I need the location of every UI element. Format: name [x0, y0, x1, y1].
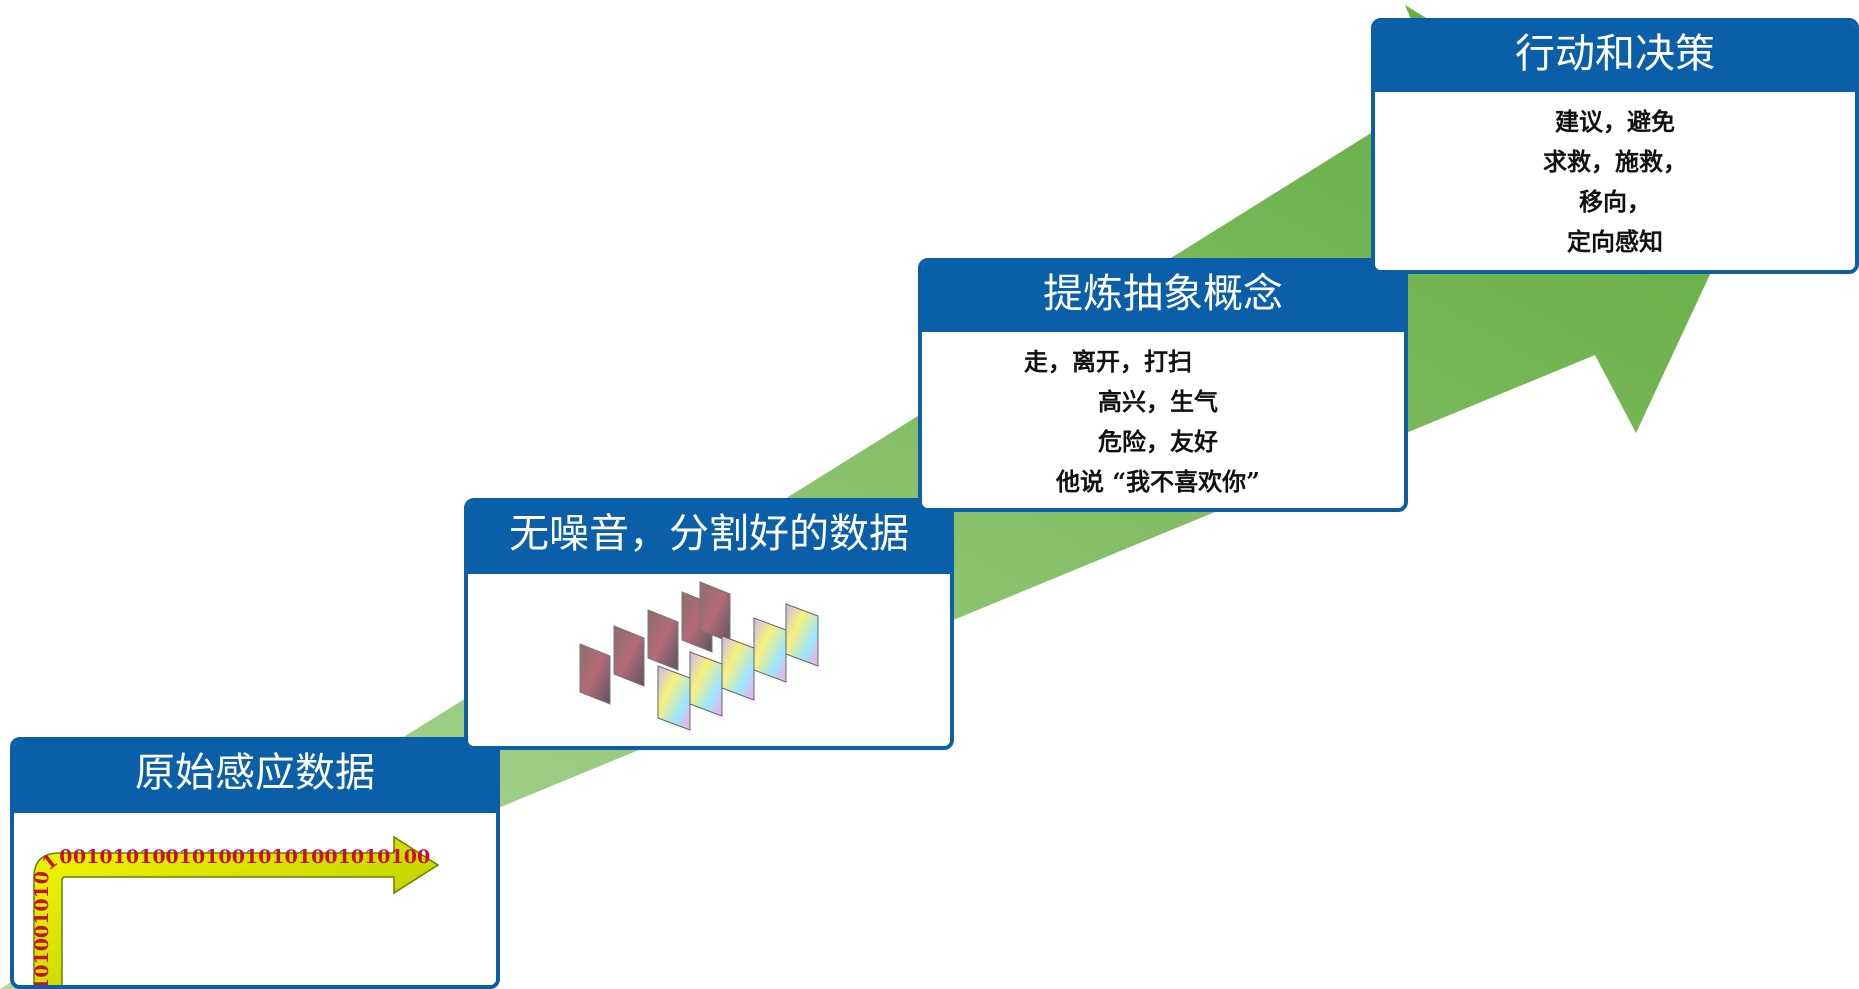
binary-string: 1010010101001010100101001010100101010010… — [14, 813, 430, 985]
stage-title: 原始感应数据 — [14, 741, 496, 813]
stage-title: 提炼抽象概念 — [922, 262, 1404, 332]
action-line: 求救，施救， — [1543, 147, 1687, 176]
stage-body: 建议，避免 求救，施救， 移向， 定向感知 — [1375, 92, 1855, 270]
stage-body: 1010010101001010100101001010100101010010… — [14, 813, 496, 985]
binary-data-arrow-icon: 1010010101001010100101001010100101010010… — [14, 813, 440, 989]
concept-line: 危险，友好 — [1098, 427, 1218, 456]
concept-line: 走，离开，打扫 — [1024, 347, 1192, 376]
stage-body: 走，离开，打扫 高兴，生气 危险，友好 他说 “我不喜欢你” — [922, 332, 1404, 508]
stage-title: 行动和决策 — [1375, 22, 1855, 92]
action-line: 定向感知 — [1567, 227, 1663, 256]
stage-card-abstract-concepts: 提炼抽象概念 走，离开，打扫 高兴，生气 危险，友好 他说 “我不喜欢你” — [918, 258, 1408, 512]
stage-body — [468, 574, 950, 746]
action-line: 移向， — [1579, 187, 1651, 216]
stage-card-clean-segmented-data: 无噪音，分割好的数据 — [464, 498, 954, 750]
segmented-frames-icon — [579, 581, 819, 731]
action-line: 建议，避免 — [1555, 107, 1675, 136]
concept-line: 高兴，生气 — [1098, 387, 1218, 416]
stage-title: 无噪音，分割好的数据 — [468, 502, 950, 574]
stage-card-actions-decisions: 行动和决策 建议，避免 求救，施救， 移向， 定向感知 — [1371, 18, 1859, 274]
stage-card-raw-sensor-data: 原始感应数据 101001010100101010010100101010010… — [10, 737, 500, 989]
concept-line: 他说 “我不喜欢你” — [1056, 467, 1260, 496]
svg-text:101001010100101010010100101010: 1010010101001010100101001010100101010010… — [14, 813, 430, 989]
